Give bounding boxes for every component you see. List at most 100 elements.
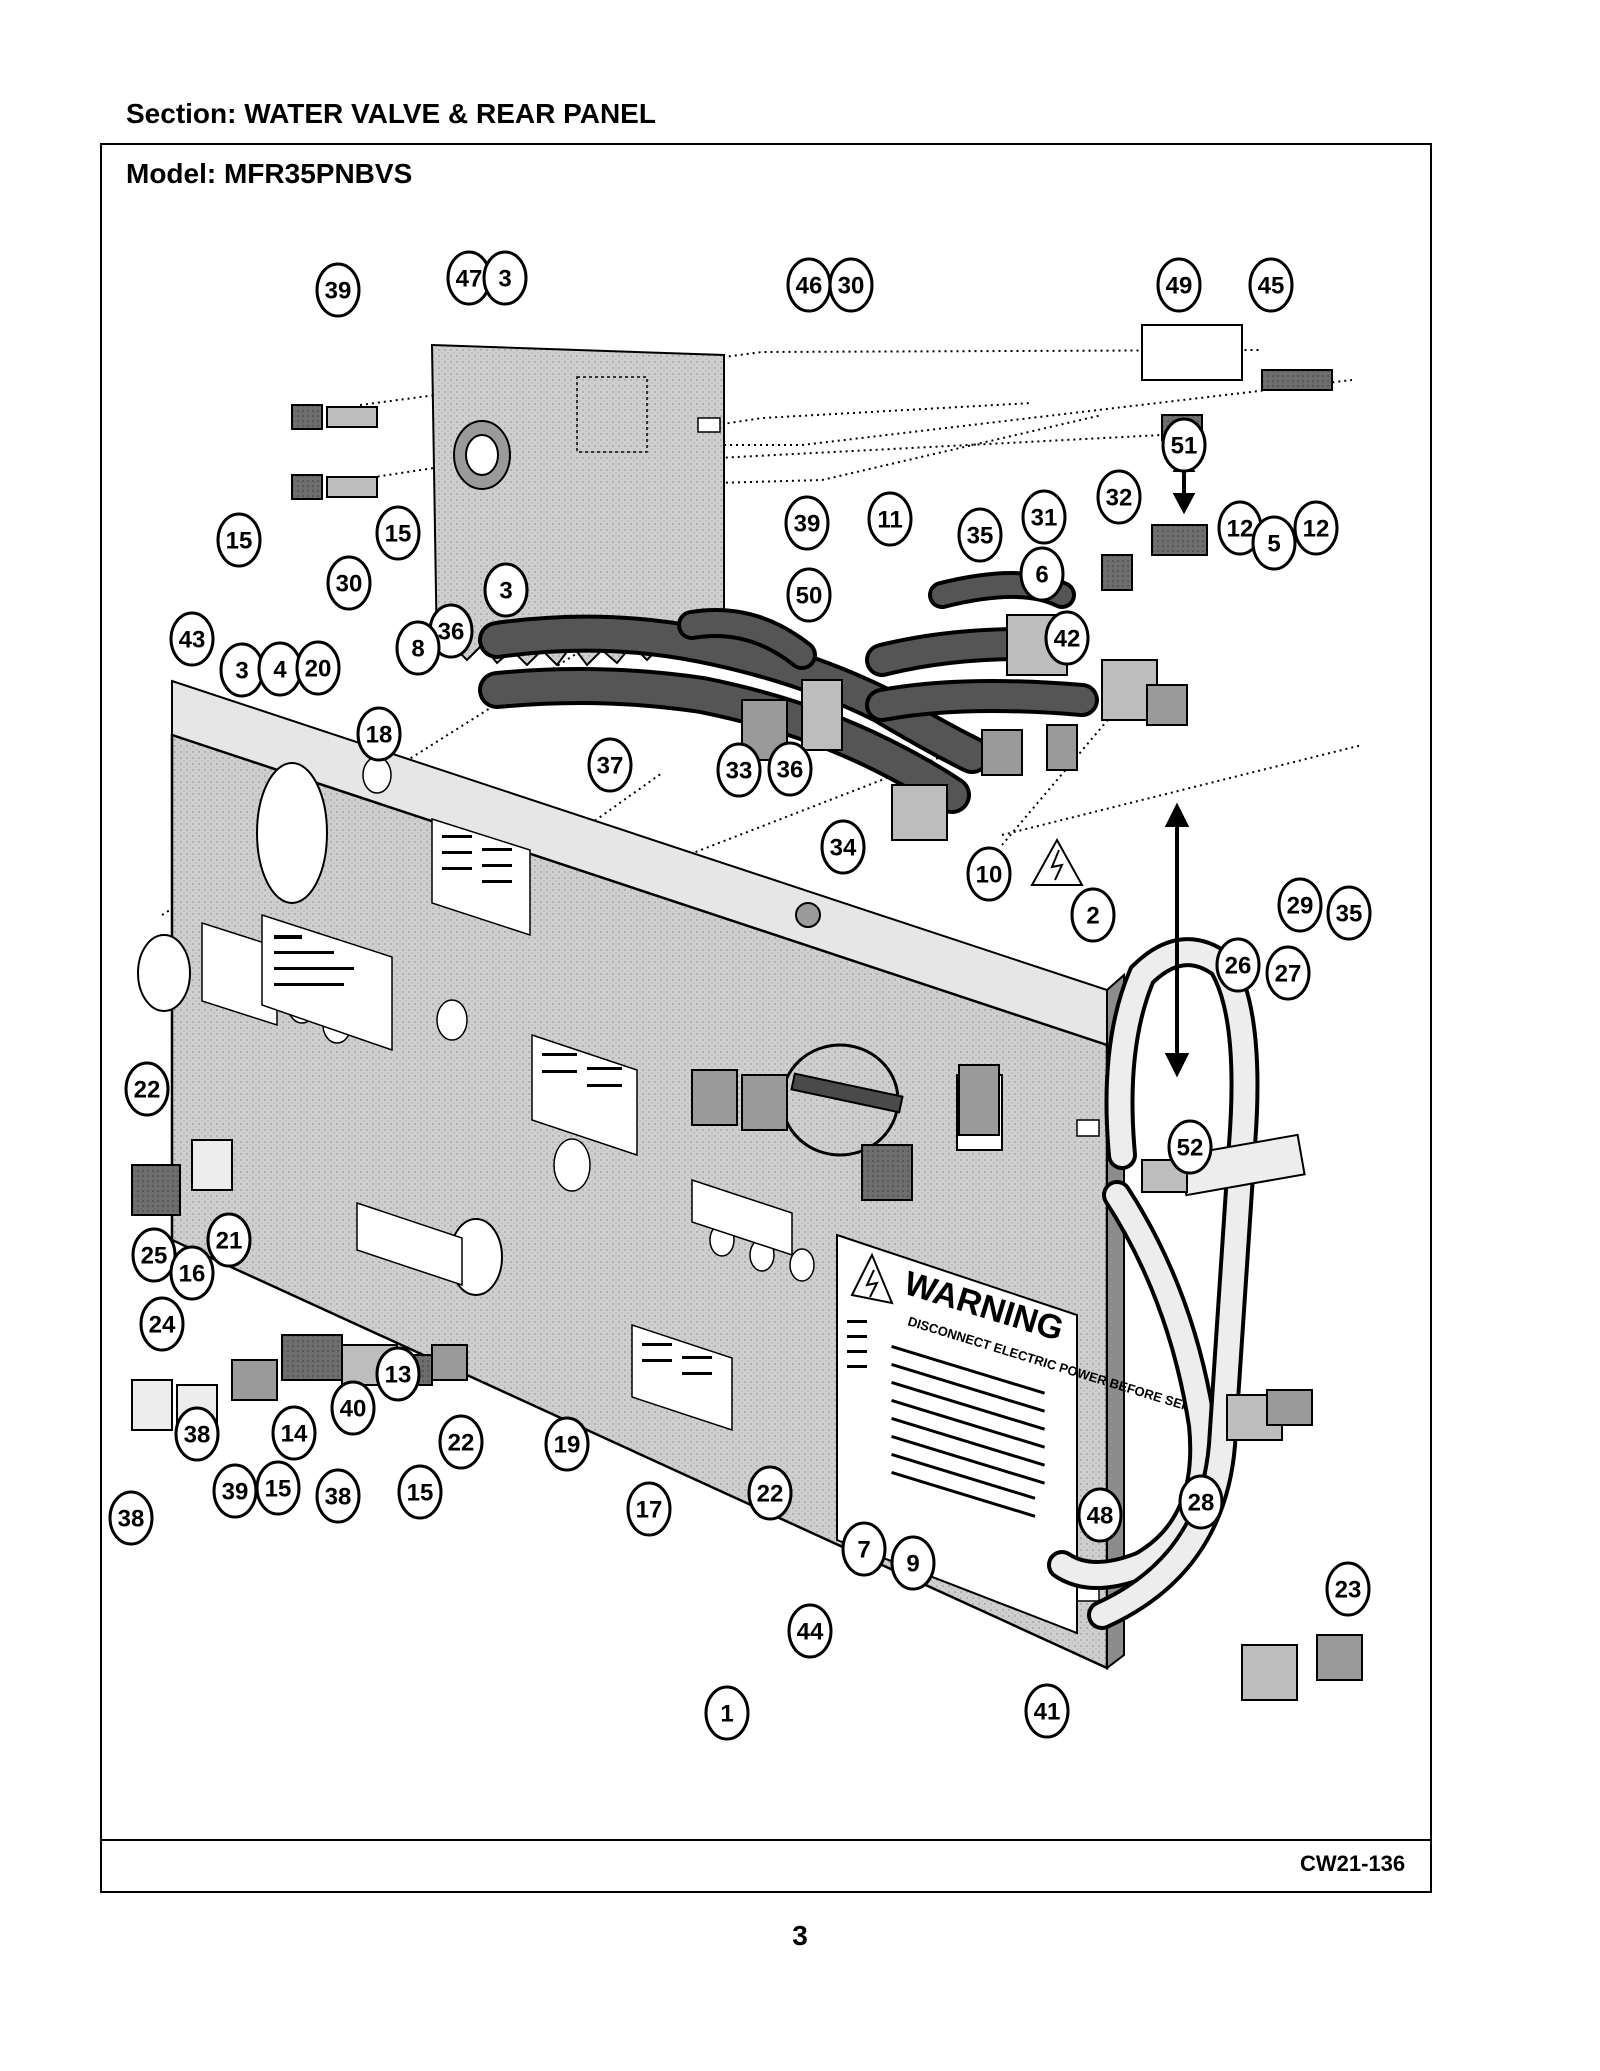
callout-number: 36 [438,619,465,646]
callout-circle [271,1405,317,1461]
callout-45: 45 [1248,257,1294,313]
callout-number: 24 [149,1312,176,1339]
callout-number: 21 [216,1228,243,1255]
callout-circle [169,1245,215,1301]
callout-1: 1 [704,1685,750,1741]
callout-number: 48 [1087,1503,1114,1530]
callout-circle [124,1061,170,1117]
callout-13: 13 [375,1346,421,1402]
callout-circle [867,491,913,547]
callout-circle [1215,937,1261,993]
callout-number: 47 [456,266,483,293]
callout-circle [315,1468,361,1524]
callout-49: 49 [1156,257,1202,313]
callout-circle [206,1212,252,1268]
callout-44: 44 [787,1603,833,1659]
callout-number: 38 [325,1484,352,1511]
callout-number: 3 [499,578,512,605]
callout-50: 50 [786,567,832,623]
callout-38: 38 [108,1490,154,1546]
callout-number: 3 [235,658,248,685]
callout-number: 45 [1258,273,1285,300]
callout-12: 12 [1293,500,1339,556]
callout-number: 38 [118,1506,145,1533]
frame-divider [100,1839,1432,1841]
callout-number: 52 [1177,1135,1204,1162]
callout-22: 22 [747,1465,793,1521]
callout-16: 16 [169,1245,215,1301]
callout-number: 34 [830,835,857,862]
callout-32: 32 [1096,469,1142,525]
callout-circle [784,495,830,551]
callout-number: 27 [1275,961,1302,988]
callout-number: 35 [1336,901,1363,928]
callout-circle [108,1490,154,1546]
callout-15: 15 [397,1464,443,1520]
callout-number: 39 [325,278,352,305]
callout-47: 47 [446,250,492,306]
callout-number: 2 [1086,903,1099,930]
callout-number: 3 [498,266,511,293]
callout-15: 15 [255,1460,301,1516]
callout-number: 22 [448,1430,475,1457]
callout-number: 44 [797,1619,824,1646]
callout-circle [397,1464,443,1520]
fittings [131,324,1363,1701]
callout-20: 20 [295,640,341,696]
callout-circle [482,250,528,306]
callout-circle [1077,1487,1123,1543]
callout-7: 7 [841,1521,887,1577]
callout-3: 3 [483,562,529,618]
callout-3: 3 [482,250,528,306]
callout-circle [890,1535,936,1591]
callout-number: 29 [1287,893,1314,920]
callout-48: 48 [1077,1487,1123,1543]
callout-circle [747,1465,793,1521]
callout-number: 35 [967,523,994,550]
callout-circle [1070,887,1116,943]
callout-number: 28 [1188,1490,1215,1517]
callout-33: 33 [716,742,762,798]
callout-number: 51 [1171,433,1198,460]
callout-circle [315,262,361,318]
callout-36: 36 [428,603,474,659]
callout-15: 15 [216,512,262,568]
callout-9: 9 [890,1535,936,1591]
callout-15: 15 [375,505,421,561]
callout-36: 36 [767,741,813,797]
callout-circle [174,1406,220,1462]
callout-circle [1325,1561,1371,1617]
callout-number: 43 [179,627,206,654]
callout-circle [716,742,762,798]
callout-circle [828,257,874,313]
callout-51: 51 [1161,417,1207,473]
callout-30: 30 [828,257,874,313]
callout-circle [483,562,529,618]
callout-circle [1044,610,1090,666]
page-number: 3 [792,1920,808,1951]
callout-circle [395,620,441,676]
callout-circle [375,1346,421,1402]
callout-number: 49 [1166,273,1193,300]
callout-number: 23 [1335,1577,1362,1604]
callout-circle [841,1521,887,1577]
callout-number: 19 [554,1432,581,1459]
callout-number: 15 [226,528,253,555]
callout-number: 17 [636,1497,663,1524]
callout-39: 39 [315,262,361,318]
callout-circle [1265,945,1311,1001]
callout-circle [169,611,215,667]
callout-circle [438,1414,484,1470]
callout-number: 6 [1035,562,1048,589]
callout-number: 11 [877,507,902,534]
callout-number: 32 [1106,485,1133,512]
callout-39: 39 [212,1463,258,1519]
warning-placard: WARNING DISCONNECT ELECTRIC POWER BEFORE… [836,1233,1236,1635]
callout-number: 39 [794,511,821,538]
callout-circle [1248,257,1294,313]
callout-6: 6 [1019,546,1065,602]
callout-circle [330,1380,376,1436]
drawing-number: CW21-136 [1300,1851,1406,1876]
callout-number: 22 [757,1481,784,1508]
